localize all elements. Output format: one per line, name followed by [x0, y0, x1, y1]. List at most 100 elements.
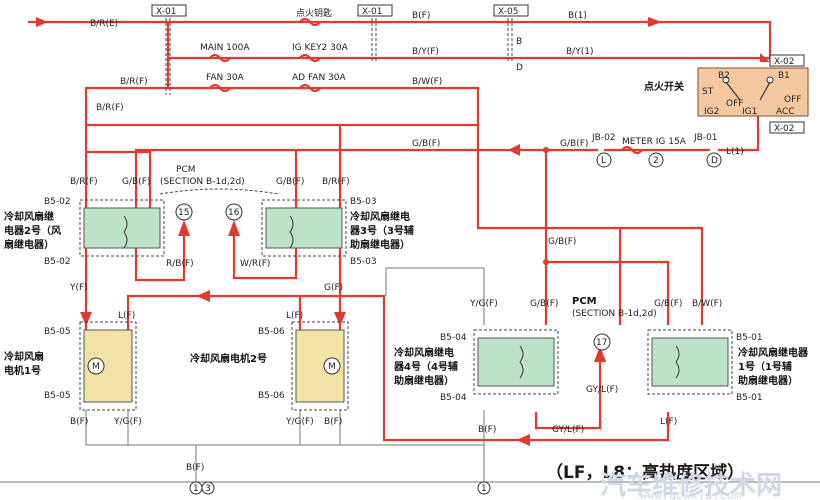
label-r3-l1: 冷却风扇继电 — [350, 210, 410, 223]
label-main: MAIN 100A — [200, 43, 250, 53]
label-r1-l3: 助扇继电器） — [738, 374, 798, 387]
label-m1-l1: 冷却风扇 — [4, 350, 44, 363]
label-gylf1: GY/L(F) — [586, 385, 618, 395]
label-yf: Y(F) — [69, 283, 88, 293]
label-right-section: (SECTION B-1d,2d) — [572, 309, 657, 319]
label-r3-l3: 助扇继电器） — [350, 238, 410, 251]
wire-gb-r1 — [546, 260, 670, 325]
label-r4-l1: 冷却风扇继电 — [394, 346, 454, 359]
label-wrf: W/R(F) — [240, 259, 270, 269]
label-b5-01b: B5-01 — [736, 393, 763, 403]
wire-rb — [134, 232, 186, 282]
relay-1 — [651, 337, 729, 387]
label-x02a: X-02 — [774, 57, 794, 67]
label-fan: FAN 30A — [206, 73, 245, 83]
ignition-switch — [697, 67, 809, 117]
label-x02b: X-02 — [774, 124, 794, 134]
wire-by — [166, 22, 770, 60]
label-b5-05a: B5-05 — [44, 327, 71, 337]
label-br-f4: B/R(F) — [96, 103, 124, 113]
ground-left — [85, 410, 485, 482]
wire-gb-top — [134, 148, 598, 208]
conn-x02b — [769, 121, 805, 134]
label-gb-f5: G/B(F) — [530, 299, 558, 309]
label-two: 2 — [653, 156, 659, 166]
label-r1-l2: 1号（1号辅 — [738, 360, 792, 373]
label-bf2: B(F) — [324, 417, 342, 427]
wire-gyl — [534, 360, 602, 430]
label-d-circ: D — [711, 156, 718, 166]
conn-x05 — [493, 4, 529, 17]
label-br-f1: B/R(F) — [120, 77, 148, 87]
label-bf-top: B(F) — [412, 11, 430, 21]
label-bf4: B(F) — [186, 463, 204, 473]
label-gb-f3: G/B(F) — [122, 177, 150, 187]
wire-l1 — [718, 116, 760, 152]
wire-br-left — [84, 58, 170, 208]
label-r2-l3: 扇继电器） — [4, 238, 54, 251]
relay-3 — [265, 207, 343, 249]
label-gb-f7: G/B(F) — [548, 237, 576, 247]
conn-x02a — [769, 54, 805, 67]
label-gb-f1: G/B(F) — [412, 139, 440, 149]
label-g1b: 1 — [481, 484, 487, 494]
label-x01b: X-01 — [362, 7, 382, 17]
label-label: 点火开关 — [644, 80, 684, 93]
label-by1: B/Y(1) — [566, 47, 593, 57]
label-c17: 17 — [596, 338, 607, 348]
label-gylf2: GY/L(F) — [552, 425, 584, 435]
label-c15: 15 — [178, 208, 189, 218]
label-d: D — [516, 63, 523, 73]
label-meter: METER IG 15A — [622, 137, 687, 147]
label-bf1: B(F) — [70, 417, 88, 427]
label-gf: G(F) — [324, 283, 343, 293]
label-right-title: PCM — [572, 296, 597, 307]
label-bw-f2: B/W(F) — [692, 299, 722, 309]
label-off2: OFF — [784, 95, 801, 105]
label-r3-l2: 器3号（3号辅 — [349, 224, 414, 237]
label-lf3: L(F) — [660, 417, 677, 427]
label-x01a: X-01 — [156, 7, 176, 17]
label-b5-06a: B5-06 — [258, 327, 285, 337]
label-m: M — [328, 362, 336, 372]
label-left-section: (SECTION B-1d,2d) — [160, 177, 245, 187]
label-bw-f1: B/W(F) — [412, 77, 442, 87]
label-c16: 16 — [228, 208, 240, 218]
label-m2: 冷却风扇电机2号 — [190, 352, 267, 365]
label-b5-01a: B5-01 — [736, 333, 763, 343]
label-ygf2: Y/G(F) — [113, 417, 142, 427]
label-st: ST — [702, 87, 714, 97]
label-jb01: JB-01 — [693, 133, 718, 143]
label-x05: X-05 — [498, 7, 518, 17]
label-r2-l1: 冷却风扇继 — [4, 210, 54, 223]
wire-top — [28, 20, 772, 60]
label-br-f3: B/R(F) — [322, 177, 350, 187]
watermark: 汽车维修技术网 — [600, 470, 782, 500]
label-r2-l2: 电器2号（风 — [4, 224, 61, 237]
label-jb02: JB-02 — [591, 133, 616, 143]
label-g1: 1 — [193, 484, 199, 494]
label-left-title: PCM — [176, 165, 195, 175]
diagram-title: （LF，L8：高热度区域） — [546, 462, 744, 483]
label-adfan: AD FAN 30A — [292, 73, 347, 83]
label-by-f: B/Y(F) — [412, 47, 439, 57]
label-b5-02a: B5-02 — [44, 197, 71, 207]
label-lf1: L(F) — [118, 311, 135, 321]
label-bf3: B(F) — [478, 425, 496, 435]
label-igkey2: IG KEY2 30A — [292, 43, 349, 53]
label-b5-03b: B5-03 — [350, 257, 377, 267]
label-br-e: B/R(E) — [90, 19, 118, 29]
label-l1: L(1) — [726, 147, 744, 157]
label-acc: ACC — [776, 107, 795, 117]
label-m: M — [92, 362, 100, 372]
label-rbf: R/B(F) — [166, 259, 194, 269]
label-ygf1: Y/G(F) — [469, 299, 498, 309]
conn-x01a — [151, 4, 187, 17]
arrow-top-right — [648, 17, 662, 27]
label-lf2: L(F) — [286, 311, 303, 321]
conn-x01b — [357, 4, 393, 17]
wire-lf — [126, 294, 670, 442]
wire-wr — [232, 232, 298, 280]
